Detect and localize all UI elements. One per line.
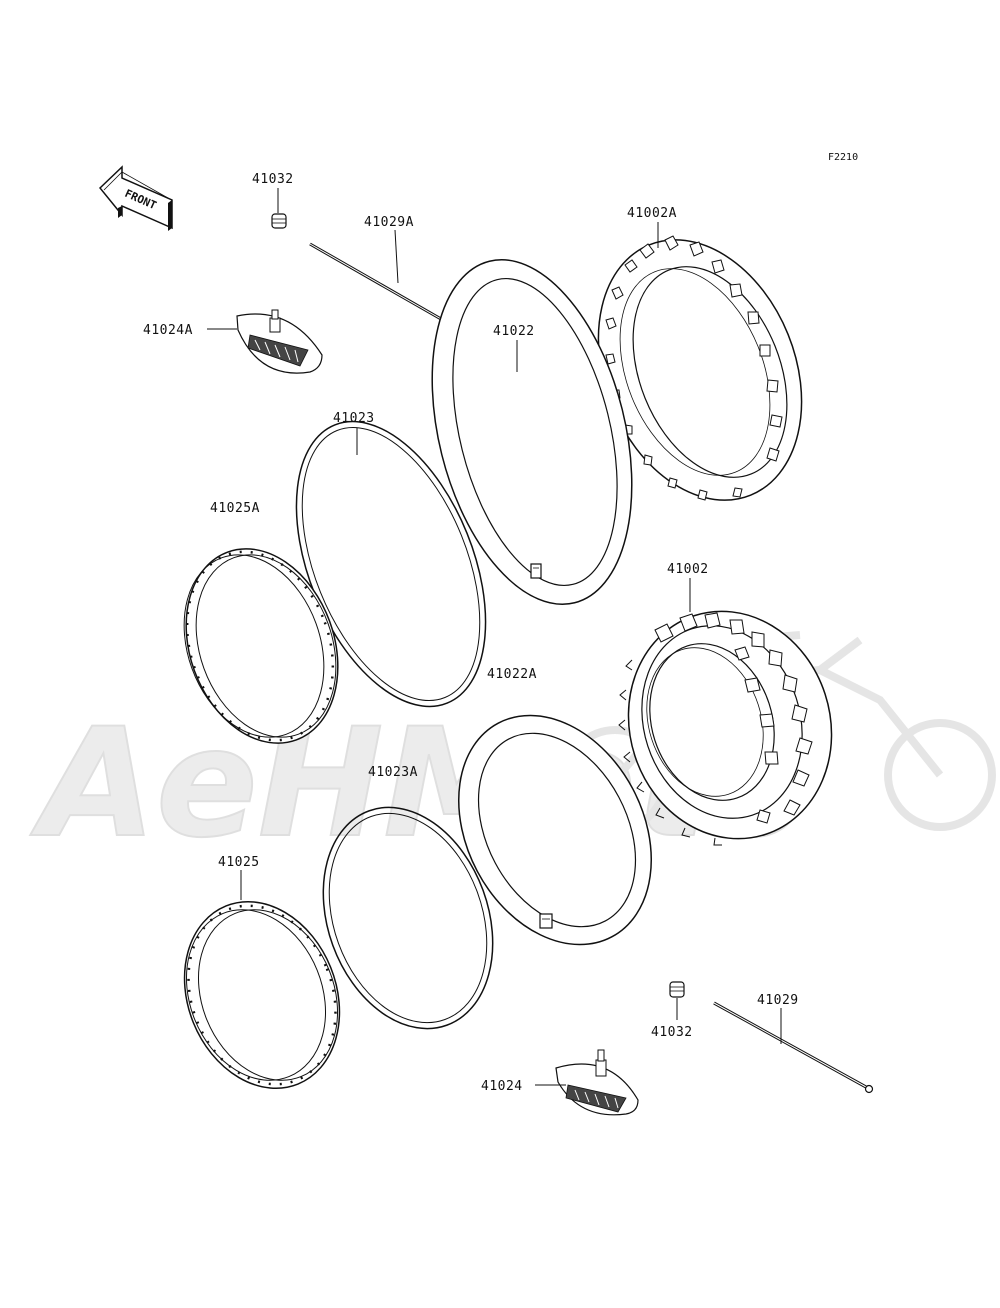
- part-41023A-rear-rim-band[interactable]: [294, 784, 522, 1053]
- part-41029A-spoke[interactable]: [309, 242, 463, 333]
- label-41023: 41023: [333, 411, 375, 426]
- label-41023A: 41023A: [368, 765, 418, 780]
- label-41025: 41025: [218, 855, 260, 870]
- part-41022A-rear-tube[interactable]: [420, 682, 689, 978]
- label-41024A: 41024A: [143, 323, 193, 338]
- label-41032-top: 41032: [252, 172, 294, 187]
- part-41024-rim-protector[interactable]: [555, 1049, 639, 1116]
- label-41024: 41024: [481, 1079, 523, 1094]
- label-41022A: 41022A: [487, 667, 537, 682]
- label-41022: 41022: [493, 324, 535, 339]
- part-41029-spoke[interactable]: [713, 1001, 874, 1094]
- part-41022-front-tube[interactable]: [399, 239, 665, 626]
- label-41002: 41002: [667, 562, 709, 577]
- label-41029: 41029: [757, 993, 799, 1008]
- part-41002-rear-tire[interactable]: [599, 585, 860, 866]
- part-41024A-rim-protector[interactable]: [236, 309, 323, 374]
- part-41025A-front-rim[interactable]: [160, 527, 364, 764]
- label-41025A: 41025A: [210, 501, 260, 516]
- leader-41029A: [394, 229, 399, 284]
- part-41025-rear-rim[interactable]: [157, 878, 366, 1111]
- label-41002A: 41002A: [627, 206, 677, 221]
- figure-code: F2210: [828, 152, 858, 163]
- part-41032-valve-cap-bottom[interactable]: [669, 981, 685, 998]
- label-41029A: 41029A: [364, 215, 414, 230]
- front-arrow-icon: FRONT: [98, 165, 173, 231]
- label-41032-bottom: 41032: [651, 1025, 693, 1040]
- part-41032-valve-cap-top[interactable]: [271, 213, 287, 229]
- part-41002A-front-tire[interactable]: [561, 209, 838, 531]
